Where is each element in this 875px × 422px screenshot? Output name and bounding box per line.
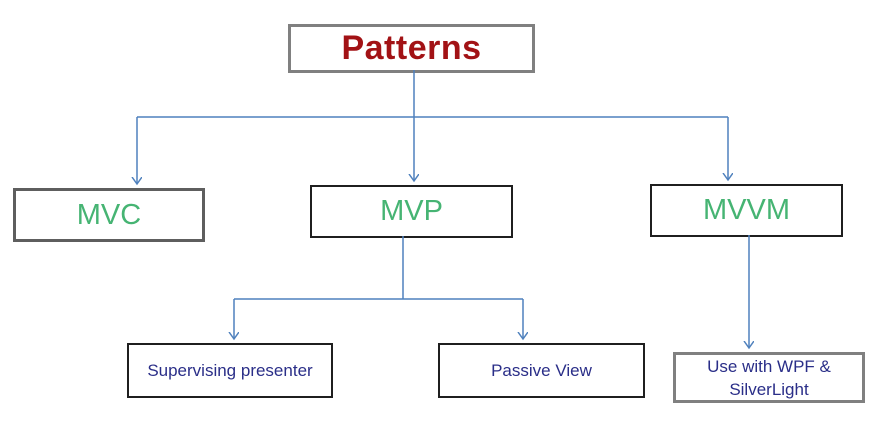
node-mvp-label: MVP — [380, 195, 443, 227]
node-mvc-label: MVC — [76, 198, 142, 231]
node-passive-view-label: Passive View — [491, 361, 592, 380]
node-supervising-presenter-label: Supervising presenter — [147, 361, 313, 380]
node-patterns: Patterns — [288, 24, 535, 73]
node-mvvm-label: MVVM — [703, 194, 790, 226]
node-mvvm: MVVM — [650, 184, 843, 237]
node-use-with-wpf-silverlight-label: Use with WPF & SilverLight — [707, 356, 831, 399]
node-mvc: MVC — [13, 188, 205, 242]
node-passive-view: Passive View — [438, 343, 645, 398]
node-use-with-wpf-silverlight: Use with WPF & SilverLight — [673, 352, 865, 403]
node-supervising-presenter: Supervising presenter — [127, 343, 333, 398]
node-patterns-label: Patterns — [341, 29, 482, 67]
node-mvp: MVP — [310, 185, 513, 238]
